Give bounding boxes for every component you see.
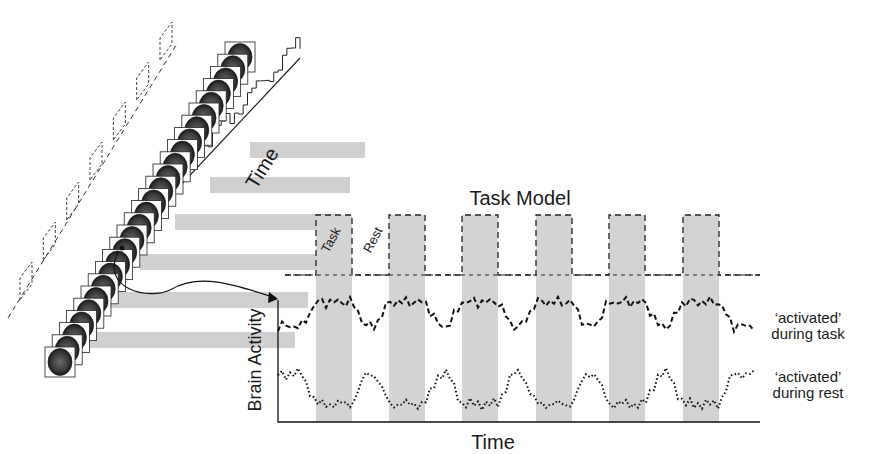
- slice-frame: [113, 102, 125, 140]
- time-bar: [140, 254, 322, 270]
- task-band: [609, 215, 645, 422]
- slice-frame: [137, 62, 149, 100]
- rest-activated-curve: [278, 368, 754, 410]
- task-activated-curve: [278, 297, 754, 332]
- curve-label: ‘activated’ during task: [760, 310, 856, 343]
- voxel-link: [114, 252, 276, 298]
- task-chart: [278, 215, 760, 422]
- time-bar: [210, 177, 350, 193]
- axes: [278, 300, 760, 422]
- task-band: [462, 215, 498, 422]
- series-axis: [118, 58, 300, 252]
- dashed-axis: [8, 42, 178, 318]
- slice-frame: [43, 222, 55, 260]
- arrow-head: [268, 292, 278, 303]
- task-band: [316, 215, 352, 422]
- axis-label: Brain Activity: [246, 308, 266, 411]
- voxel-timeseries: [125, 38, 300, 233]
- slice-frame: [67, 182, 79, 220]
- task-band: [536, 215, 572, 422]
- time-bar: [175, 214, 335, 230]
- slice-frame: [90, 142, 102, 180]
- brain-slice: [45, 347, 75, 377]
- phase-label: Rest: [360, 225, 385, 255]
- slice-frame: [160, 22, 172, 60]
- fmri-volume-stack: [8, 22, 365, 377]
- axis-label: Time: [471, 431, 515, 453]
- chart-title: Task Model: [469, 187, 570, 209]
- task-model-wave: [285, 215, 760, 275]
- slice-frame: [20, 262, 32, 300]
- curve-label: ‘activated’ during rest: [760, 369, 856, 402]
- voxel-point: [120, 246, 125, 251]
- task-band: [683, 215, 719, 422]
- time-bar: [100, 292, 308, 308]
- task-band: [389, 215, 425, 422]
